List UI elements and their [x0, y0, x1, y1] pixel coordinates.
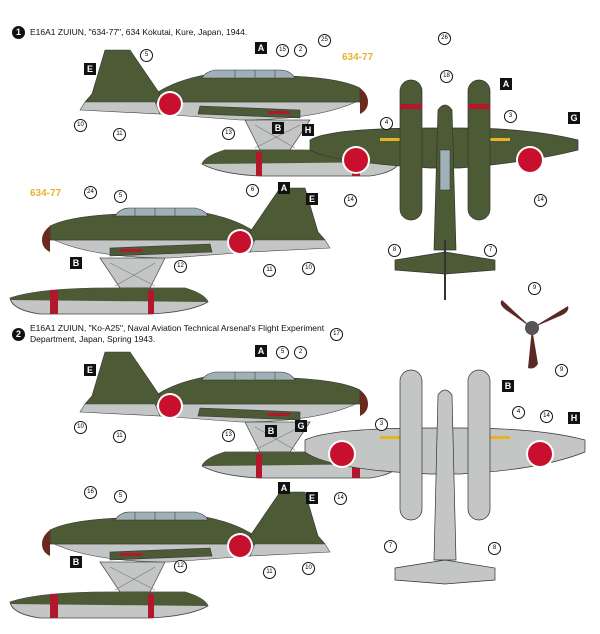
callout-14: 14: [344, 194, 357, 207]
callout-13: 13: [222, 127, 235, 140]
letter-marker-h: H: [302, 124, 314, 136]
scheme-2-planform: [304, 369, 586, 585]
callout-5-d: 5: [114, 490, 127, 503]
callout-17: 17: [330, 328, 343, 341]
scheme-1-tail-code-left: 634-77: [342, 52, 374, 63]
callout-3: 3: [504, 110, 517, 123]
callout-14-b: 14: [534, 194, 547, 207]
callout-25: 25: [318, 34, 331, 47]
callout-10-b: 10: [302, 262, 315, 275]
callout-13-b: 13: [222, 429, 235, 442]
letter-marker-b: B: [272, 122, 284, 134]
callout-10-d: 10: [302, 562, 315, 575]
callout-5-c: 5: [276, 346, 289, 359]
callout-16: 16: [84, 486, 97, 499]
callout-7-b: 7: [384, 540, 397, 553]
callout-26: 26: [438, 32, 451, 45]
letter-marker-a-4: A: [255, 345, 267, 357]
scheme-1-planform: [309, 79, 579, 300]
callout-10-c: 10: [74, 421, 87, 434]
callout-5: 5: [140, 49, 153, 62]
callout-4-b: 4: [512, 406, 525, 419]
letter-marker-b-3: B: [265, 425, 277, 437]
callout-8-b: 8: [488, 542, 501, 555]
callout-11: 11: [113, 128, 126, 141]
callout-15: 15: [276, 44, 289, 57]
letter-marker-a-2: A: [500, 78, 512, 90]
letter-marker-e-4: E: [306, 492, 318, 504]
callout-14-c: 14: [540, 410, 553, 423]
callout-5-b: 5: [114, 190, 127, 203]
callout-24: 24: [84, 186, 97, 199]
letter-marker-a-5: A: [278, 482, 290, 494]
callout-2: 2: [294, 44, 307, 57]
callout-7: 7: [484, 244, 497, 257]
letter-marker-a-3: A: [278, 182, 290, 194]
letter-marker-g-2: G: [295, 420, 307, 432]
letter-marker-b-4: B: [502, 380, 514, 392]
callout-11-b: 11: [263, 264, 276, 277]
callout-8: 8: [388, 244, 401, 257]
callout-9-b: 9: [555, 364, 568, 377]
scheme-2-badge: 2: [12, 328, 25, 341]
propeller: [500, 300, 569, 369]
callout-12-b: 12: [174, 560, 187, 573]
scheme-2-caption-line2: Department, Japan, Spring 1943.: [30, 334, 156, 344]
scheme-1-badge: 1: [12, 26, 25, 39]
scheme-2-tail-code-right: コ-A25: [30, 491, 62, 502]
letter-marker-a: A: [255, 42, 267, 54]
callout-3-b: 3: [375, 418, 388, 431]
letter-marker-h-2: H: [568, 412, 580, 424]
scheme-2-profile-right: [9, 491, 331, 619]
callout-10: 10: [74, 119, 87, 132]
letter-marker-e-3: E: [84, 364, 96, 376]
scheme-2-tail-code-left: コ-A25: [340, 356, 372, 367]
callout-18: 18: [440, 70, 453, 83]
callout-14-d: 14: [334, 492, 347, 505]
letter-marker-g: G: [568, 112, 580, 124]
letter-marker-e: E: [84, 63, 96, 75]
scheme-1-tail-code-right: 634-77: [30, 188, 62, 199]
letter-marker-e-2: E: [306, 193, 318, 205]
letter-marker-b-5: B: [70, 556, 82, 568]
scheme-2-caption-line1: E16A1 ZUIUN, "Ko-A25", Naval Aviation Te…: [30, 323, 325, 333]
callout-11-c: 11: [113, 430, 126, 443]
callout-11-d: 11: [263, 566, 276, 579]
scheme-1-profile-right: [9, 187, 331, 315]
callout-9: 9: [528, 282, 541, 295]
callout-2-b: 2: [294, 346, 307, 359]
letter-marker-b-2: B: [70, 257, 82, 269]
callout-6: 6: [246, 184, 259, 197]
callout-4: 4: [380, 117, 393, 130]
callout-12: 12: [174, 260, 187, 273]
scheme-1-caption: E16A1 ZUIUN, "634-77", 634 Kokutai, Kure…: [30, 27, 248, 37]
